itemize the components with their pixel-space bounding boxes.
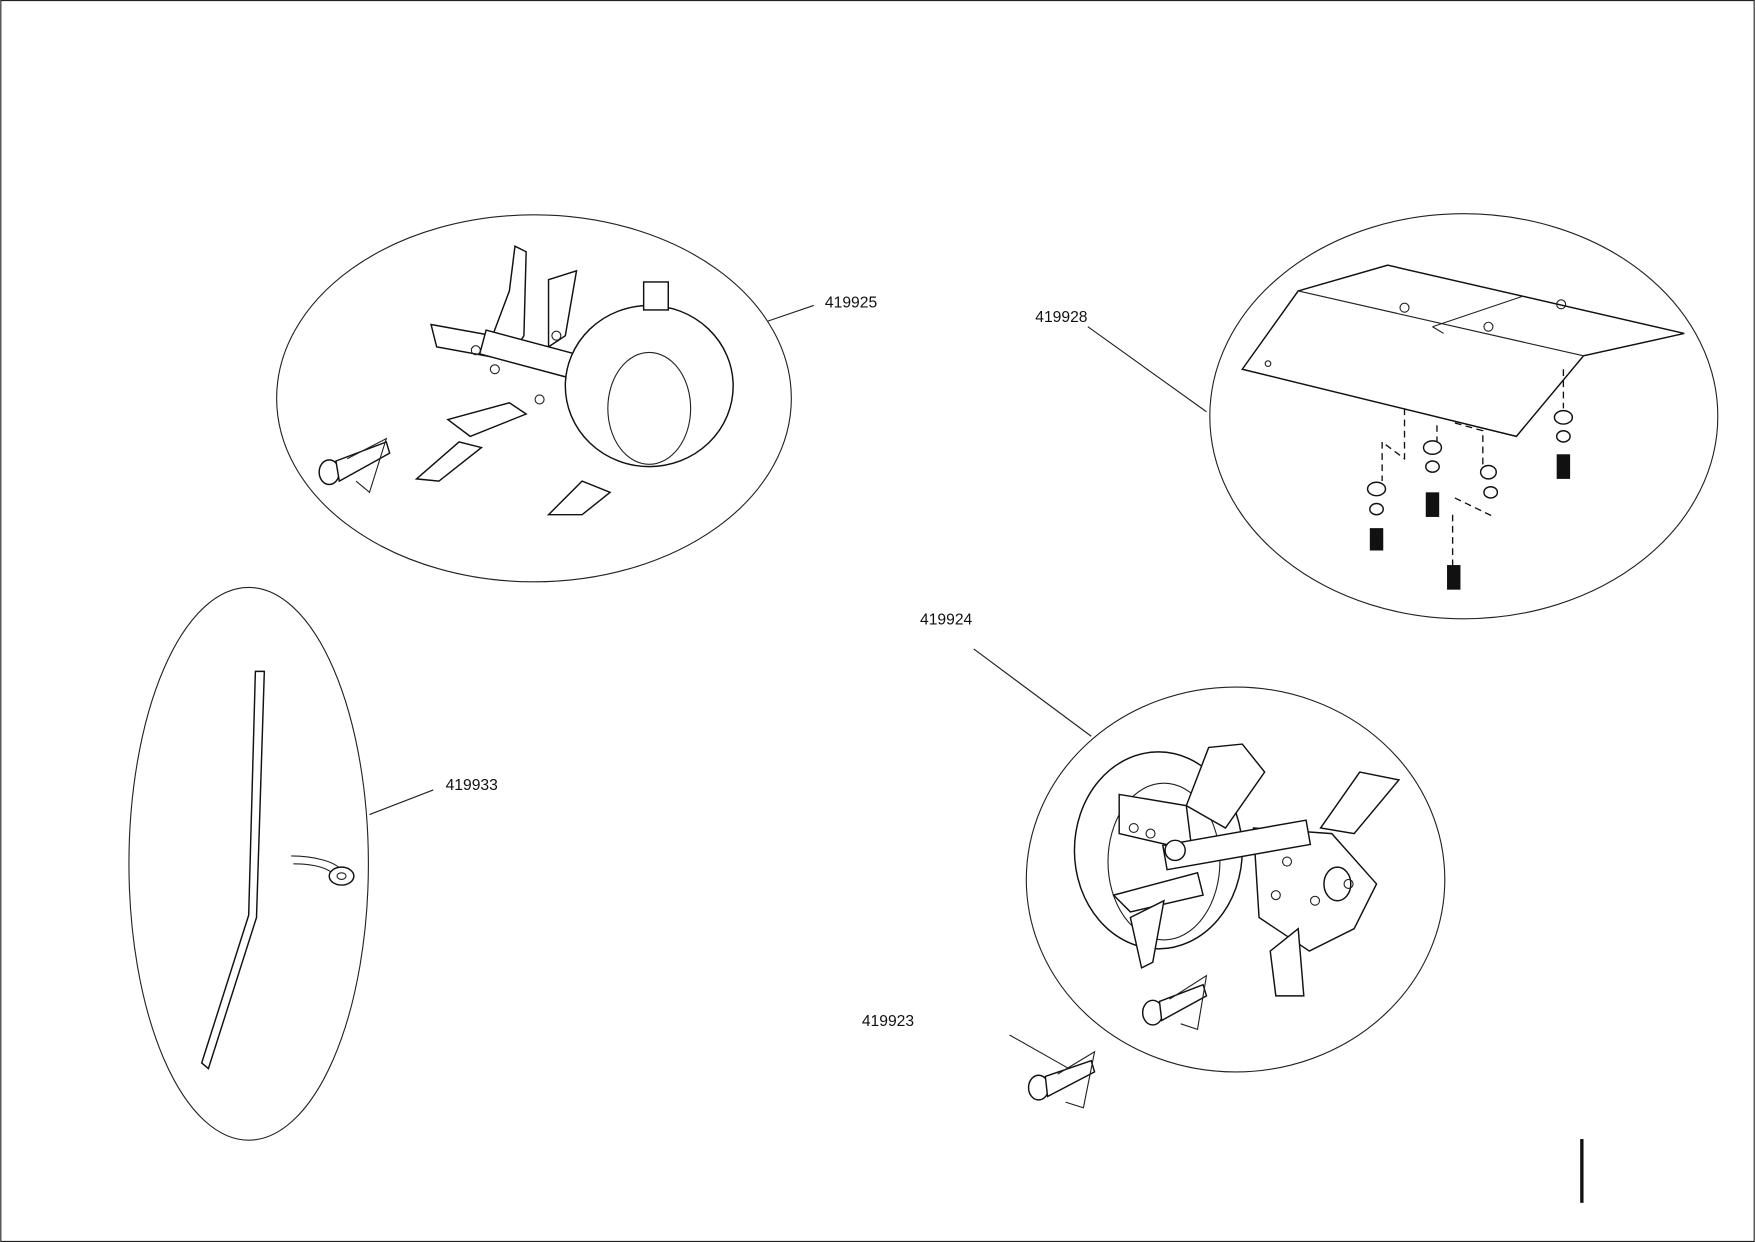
part-group-419928: 419928 [1035,213,1719,620]
page-marker-bar [1580,1139,1584,1203]
rod-and-clip-drawing [200,670,355,1070]
part-number-label: 419925 [825,295,878,312]
leader-line [369,789,434,816]
part-number-label: 419924 [920,611,973,628]
leader-line [1087,326,1207,413]
disc-plate [564,304,734,468]
callout-ellipse [276,214,792,583]
part-number-label: 419933 [446,777,499,794]
guard-drawing [1241,264,1685,590]
linch-pin-drawing [318,437,391,494]
part-number-label: 419928 [1035,309,1088,326]
part-group-419933: 419933 [128,586,499,1141]
part-group-419923: 419923 [862,1013,1096,1109]
callout-ellipse [128,586,369,1141]
callout-ellipse [1025,686,1446,1073]
tine-assembly-drawing [1073,743,1401,1031]
part-group-419925: 419925 [276,214,878,583]
leader-line [767,304,814,322]
leader-line [1009,1034,1070,1070]
part-group-419924: 419924 [920,611,1446,1073]
linch-pin-drawing [1141,974,1208,1031]
part-number-label: 419923 [862,1013,915,1030]
tine-assembly-drawing [318,245,734,516]
leader-line [973,648,1092,737]
callout-ellipse [1209,213,1719,620]
linch-pin-drawing [1027,1050,1096,1109]
bolts-and-washers [1366,409,1574,590]
r-clip-drawing [291,855,355,886]
